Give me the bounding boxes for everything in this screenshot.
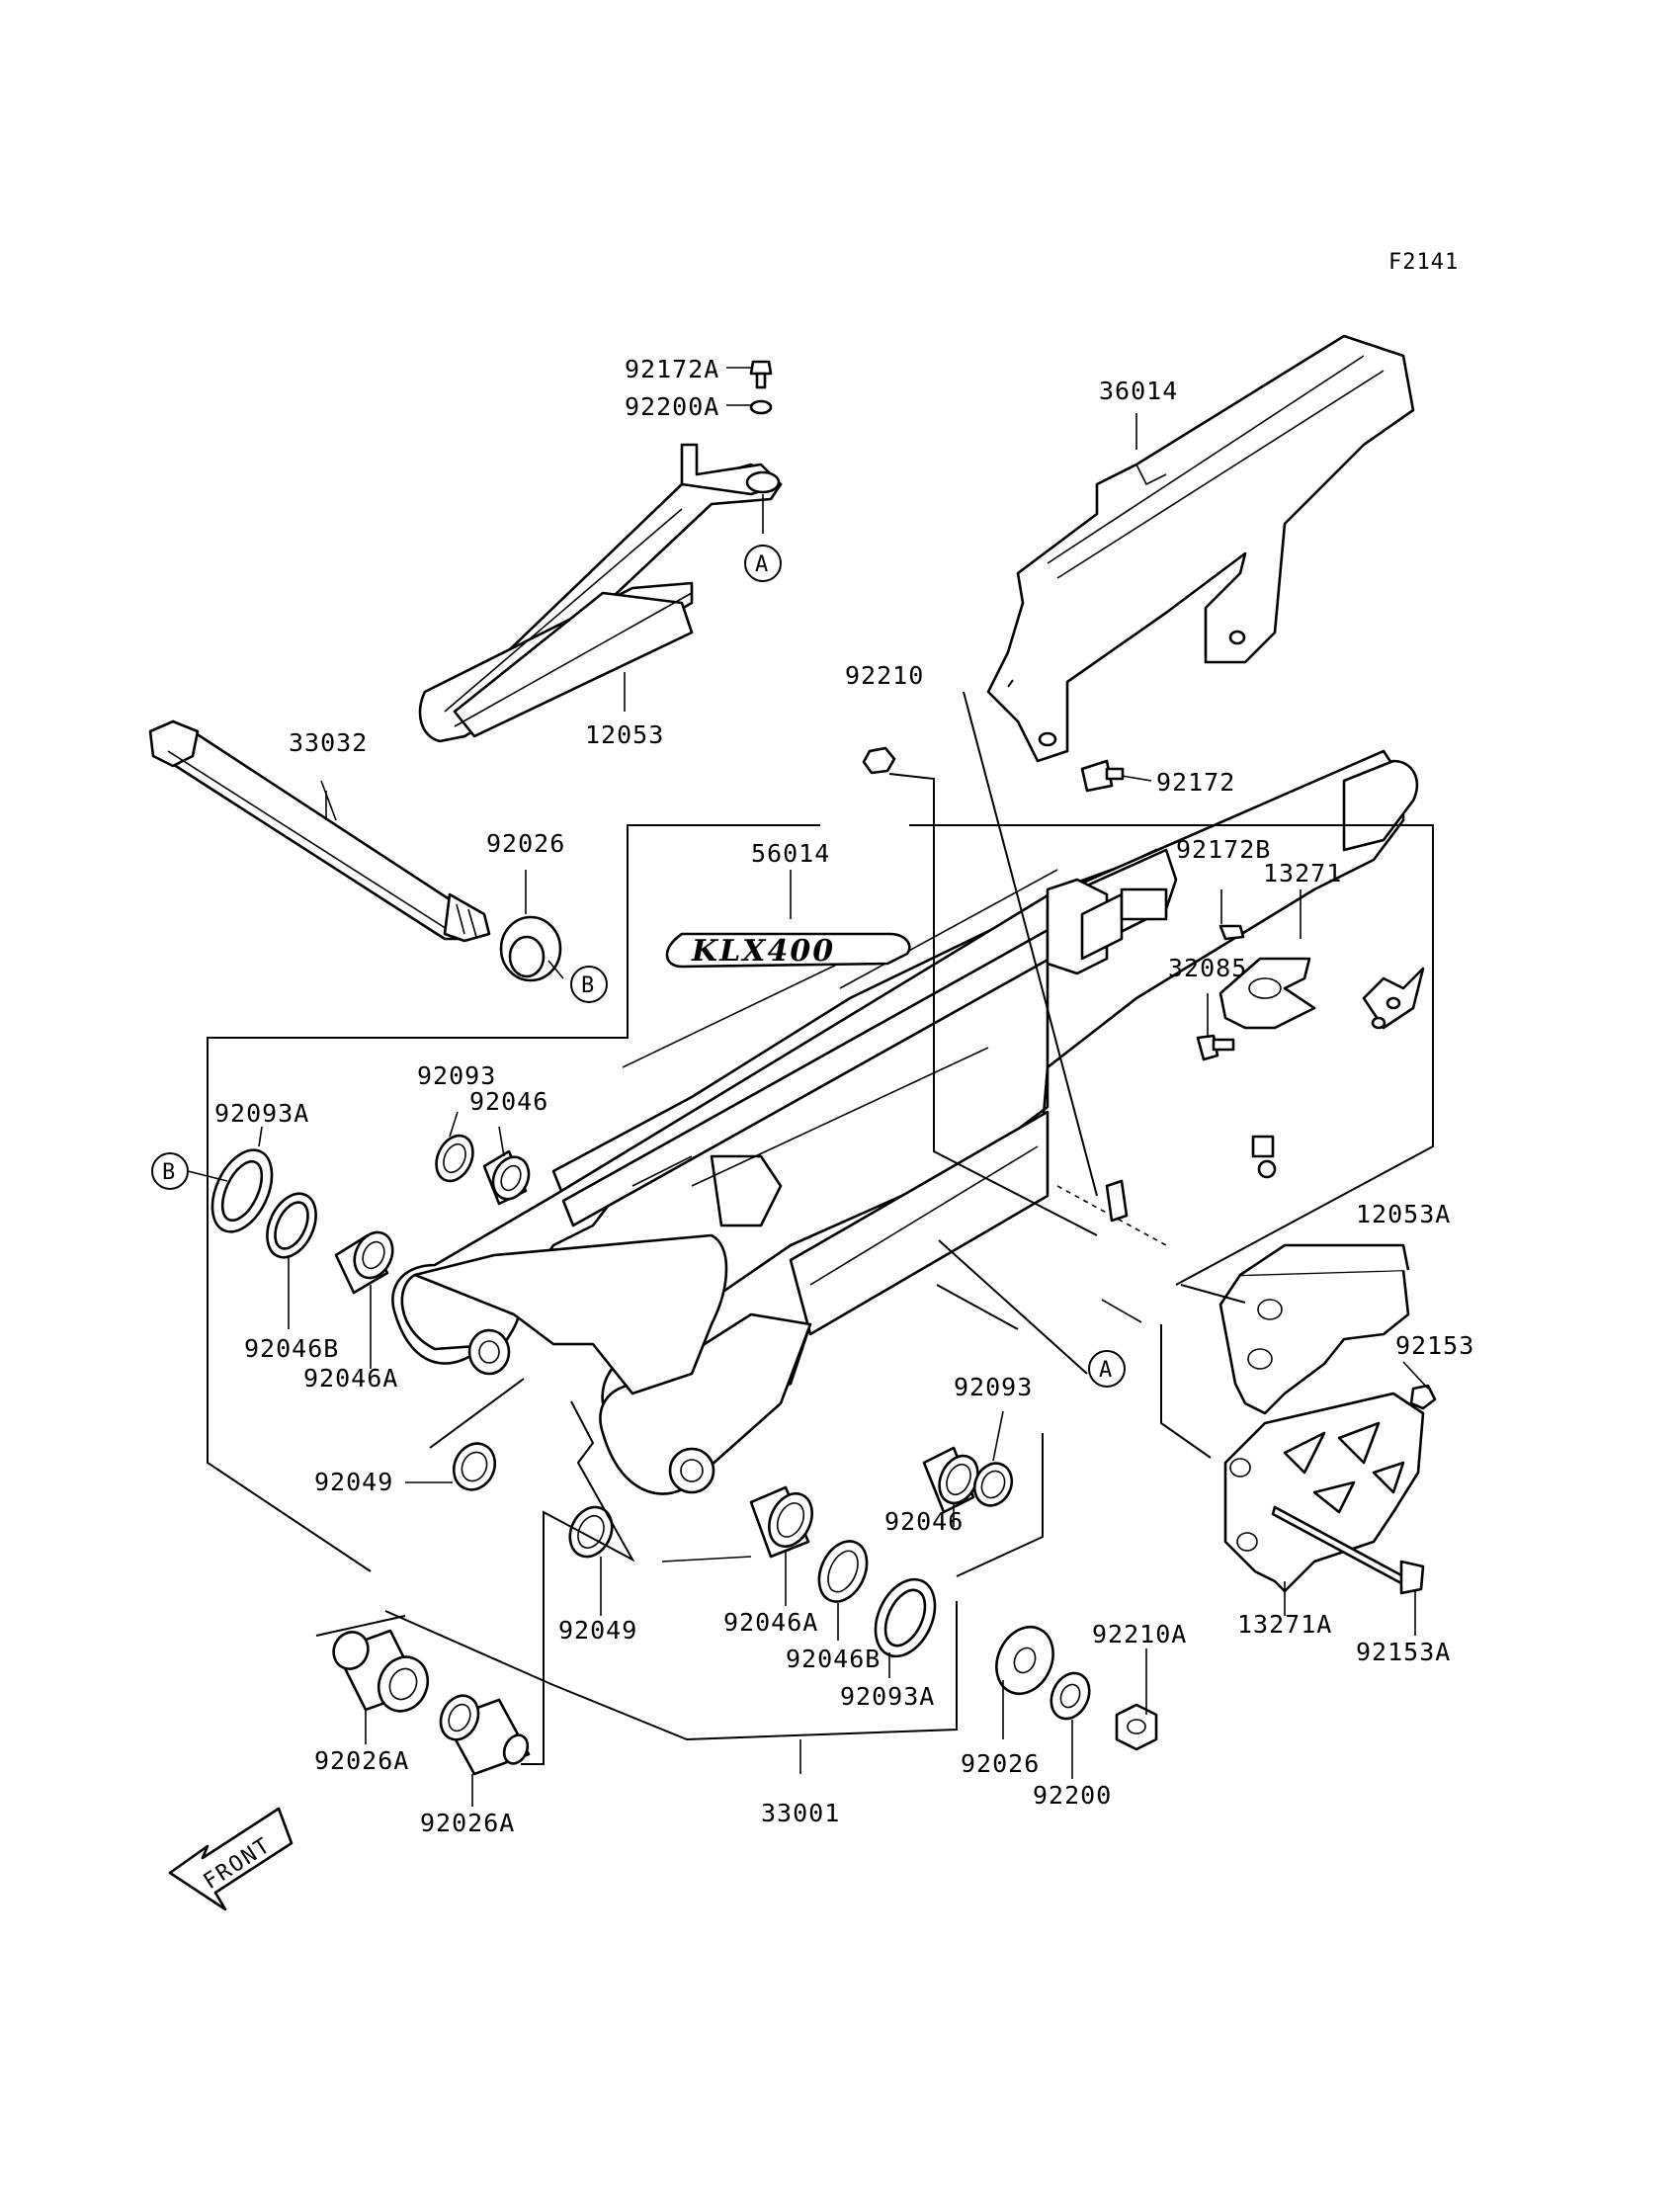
callout-b-right: B (570, 966, 608, 1003)
chain-guide-drawing (1218, 1243, 1437, 1595)
slider-screw-drawing (749, 360, 773, 415)
emblem-text: KLX400 (691, 934, 835, 969)
swingarm-drawing (391, 749, 1425, 1495)
label-92093-top: 92093 (417, 1061, 496, 1090)
callout-a-top-text: A (755, 552, 769, 577)
label-92153: 92153 (1395, 1331, 1474, 1360)
label-92093A-left: 92093A (214, 1099, 309, 1128)
label-92026-bot: 92026 (961, 1749, 1040, 1778)
chain-slider-drawing (418, 443, 783, 743)
label-13271A: 13271A (1237, 1610, 1332, 1639)
label-13271: 13271 (1263, 859, 1342, 887)
front-arrow: FRONT (168, 1807, 294, 1911)
label-92172A: 92172A (625, 355, 719, 383)
part-labels: 92172A 92200A 36014 12053 33032 92210 92… (214, 355, 1474, 1837)
callout-b-right-text: B (581, 973, 595, 998)
screw-92172-drawing (1080, 759, 1125, 793)
callout-b-left-text: B (162, 1160, 176, 1185)
label-56014: 56014 (751, 839, 830, 868)
label-92200: 92200 (1033, 1781, 1112, 1810)
label-92049-left: 92049 (314, 1468, 393, 1496)
chain-guard-drawing (986, 334, 1415, 763)
center-bearings-drawing (568, 1446, 1014, 1658)
collar-top-drawing (499, 915, 562, 982)
label-33032: 33032 (289, 728, 368, 757)
callout-a-mid-text: A (1099, 1358, 1113, 1383)
label-92046B-mid: 92046B (786, 1645, 881, 1673)
chain-adjuster-drawing (1196, 924, 1316, 1061)
callout-a-top: A (744, 545, 782, 582)
label-92200A: 92200A (625, 392, 719, 421)
label-92049-mid: 92049 (558, 1616, 637, 1645)
nut-92210-drawing (862, 746, 896, 775)
label-92046A-mid: 92046A (723, 1608, 818, 1637)
label-92093A-mid: 92093A (840, 1682, 935, 1711)
label-32085: 32085 (1168, 954, 1247, 982)
pivot-axle-drawing (148, 719, 491, 943)
label-92026A-2: 92026A (420, 1809, 515, 1837)
label-92093-mid: 92093 (954, 1373, 1033, 1401)
label-92172B: 92172B (1176, 835, 1271, 864)
callout-a-mid: A (1088, 1350, 1126, 1388)
label-92210A: 92210A (1092, 1620, 1187, 1648)
leader-lines (187, 367, 1434, 1807)
figure-id: F2141 (1388, 250, 1459, 275)
label-92046-mid: 92046 (884, 1507, 964, 1536)
left-bearings-drawing (210, 1134, 531, 1491)
label-92153A: 92153A (1356, 1638, 1451, 1666)
label-92026-top: 92026 (486, 829, 565, 858)
label-12053A: 12053A (1356, 1200, 1451, 1228)
label-92172: 92172 (1156, 768, 1235, 797)
label-12053: 12053 (585, 720, 664, 749)
label-33001: 33001 (761, 1799, 840, 1827)
klx400-emblem: KLX400 (665, 932, 911, 969)
label-92026A-1: 92026A (314, 1746, 409, 1775)
label-92046B-left: 92046B (244, 1334, 339, 1363)
label-36014: 36014 (1099, 377, 1178, 405)
label-92210: 92210 (845, 661, 924, 690)
bottom-collars-drawing (332, 1625, 1158, 1776)
label-92046A-left: 92046A (303, 1364, 398, 1393)
label-92046-top: 92046 (469, 1087, 548, 1116)
callout-b-left: B (151, 1152, 189, 1190)
